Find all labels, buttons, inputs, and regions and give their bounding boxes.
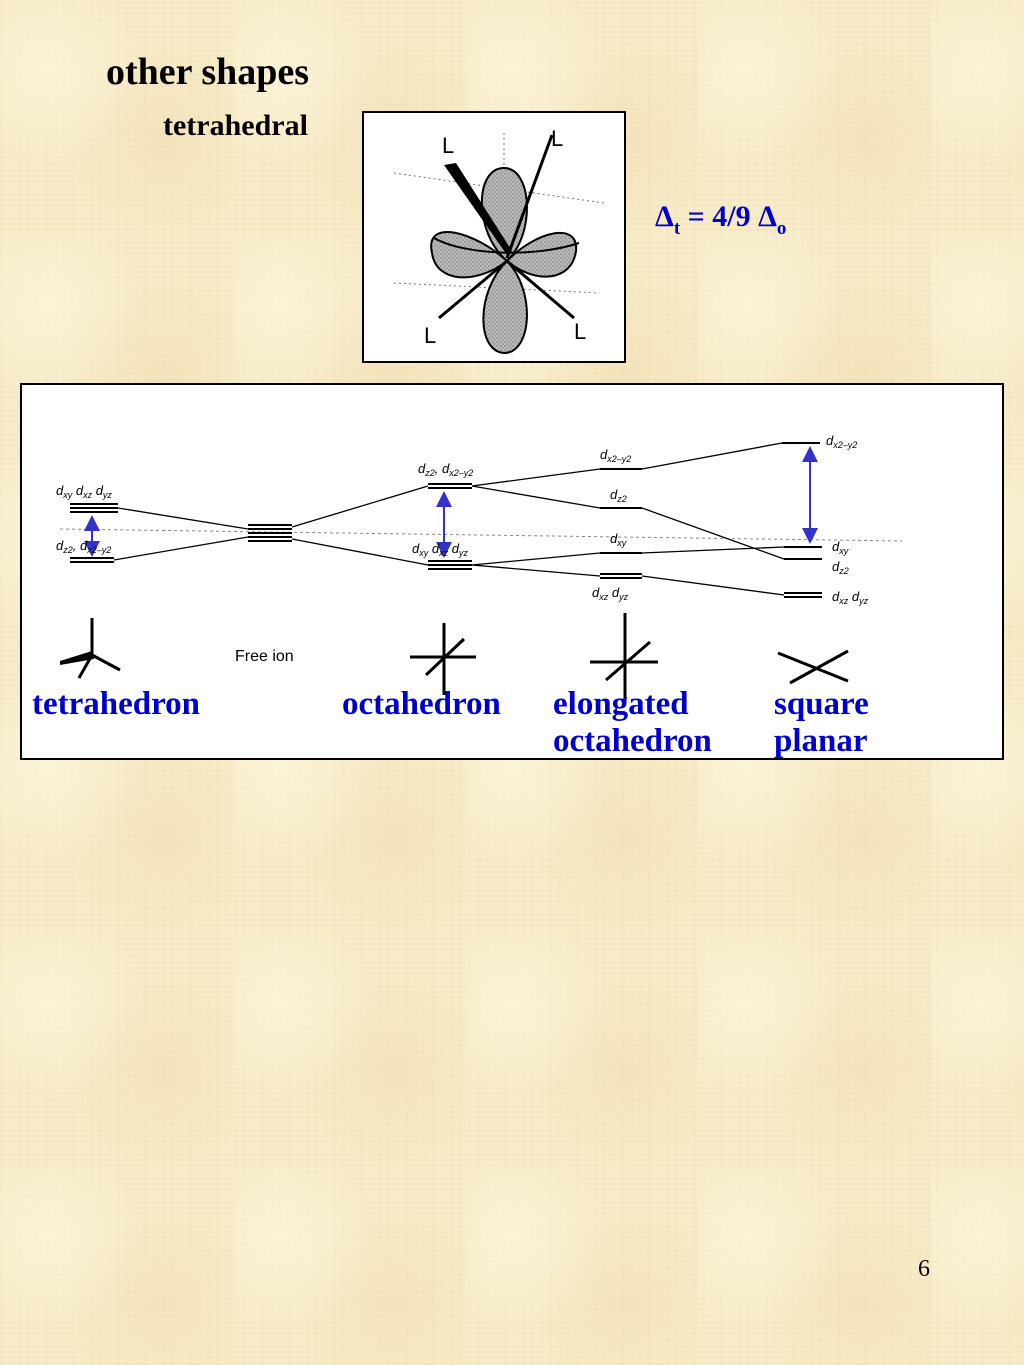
- ligand-bond-line: [438, 259, 508, 320]
- free-ion-levels: [248, 524, 292, 542]
- orbital-svg: L L L L: [393, 126, 605, 355]
- label-square-line2: planar: [774, 723, 868, 759]
- tetrahedral-orbital-figure: L L L L: [362, 111, 626, 363]
- orbital-label-tetra-lower: dz2, dx2–y2: [56, 538, 111, 555]
- orbital-label-sq-dxy: dxy: [832, 539, 849, 556]
- orbital-label-elong-dx2y2: dx2–y2: [600, 447, 631, 464]
- orbital-label-elong-dz2: dz2: [610, 487, 627, 504]
- orbital-lobe-bottom: [482, 259, 528, 355]
- ligand-label: L: [574, 319, 586, 344]
- label-elongated-line1: elongated: [553, 686, 689, 722]
- label-elongated-line2: octahedron: [553, 723, 712, 759]
- orbital-label-octa-lower: dxy dxz dyz: [412, 541, 468, 558]
- label-square-line1: square: [774, 686, 869, 722]
- ligand-label: L: [551, 126, 563, 151]
- page-number: 6: [918, 1256, 930, 1282]
- slide-subtitle: tetrahedral: [163, 109, 308, 142]
- orbital-label-elong-dxy: dxy: [610, 531, 627, 548]
- slide-title: other shapes: [106, 51, 310, 93]
- square-planar-sketch-icon: [777, 649, 849, 685]
- orbital-label-elong-dxzdyz: dxz dyz: [592, 585, 629, 602]
- tetra-levels: [70, 503, 118, 563]
- correlation-lines: [113, 442, 785, 596]
- elongated-octahedron-sketch-icon: [590, 613, 658, 703]
- delta-subscript-o: o: [776, 218, 787, 239]
- axis-line: [393, 282, 600, 294]
- splitting-svg: dxy dxz dyz dz2, dx2–y2 dz2, dx2–y2 dxy …: [56, 433, 903, 703]
- ligand-bond-line: [505, 134, 554, 259]
- delta-relation: Δt = 4/9 Δo: [655, 200, 786, 240]
- orbital-lobe-right: [505, 232, 578, 278]
- delta-ratio: = 4/9: [680, 200, 759, 233]
- octa-levels: [428, 483, 472, 570]
- ligand-bond-wedge: [444, 163, 512, 255]
- orbital-lobe-left: [430, 231, 509, 279]
- orbital-label-octa-upper: dz2, dx2–y2: [418, 461, 473, 478]
- crystal-field-splitting-diagram: dxy dxz dyz dz2, dx2–y2 dz2, dx2–y2 dxy …: [20, 383, 1004, 760]
- orbital-ring: [433, 237, 580, 254]
- elongated-levels: [600, 468, 642, 579]
- ligand-bond-line: [506, 259, 575, 320]
- free-ion-label: Free ion: [235, 648, 294, 665]
- barycenter-line: [59, 528, 903, 542]
- delta-symbol: Δ: [655, 200, 674, 233]
- orbital-label-sq-dz2: dz2: [832, 559, 849, 576]
- tetrahedron-sketch-icon: [60, 618, 121, 679]
- ligand-label: L: [442, 133, 454, 158]
- orbital-label-sq-dxzdyz: dxz dyz: [832, 589, 869, 606]
- label-octahedron: octahedron: [342, 686, 501, 722]
- label-tetrahedron: tetrahedron: [32, 686, 201, 722]
- orbital-label-tetra-upper: dxy dxz dyz: [56, 483, 112, 500]
- ligand-label: L: [424, 323, 436, 348]
- orbital-label-sq-dx2y2: dx2–y2: [826, 433, 857, 450]
- octahedron-sketch-icon: [410, 623, 476, 695]
- delta-subscript-t: t: [673, 218, 681, 239]
- square-levels: [782, 442, 822, 598]
- delta-symbol: Δ: [758, 200, 777, 233]
